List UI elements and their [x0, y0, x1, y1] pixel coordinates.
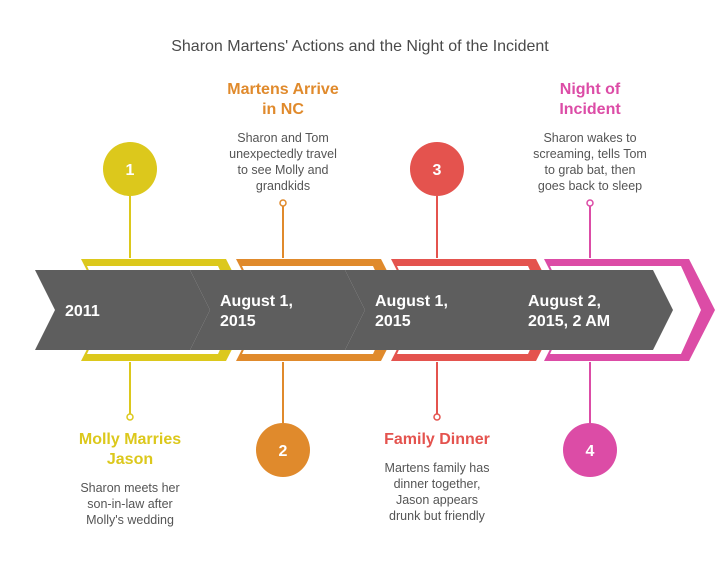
step-3-number-circle [410, 142, 464, 196]
step-3-dot [433, 413, 441, 421]
step-4-number: 4 [586, 443, 595, 460]
step-3-number: 3 [433, 162, 442, 179]
step-3-arrow [345, 270, 520, 350]
step-3-heading: Family Dinner [384, 431, 490, 448]
step-2-dot [279, 199, 287, 207]
step-4-dot [586, 199, 594, 207]
step-2-arrow [190, 270, 365, 350]
step-4-arrow [498, 270, 673, 350]
step-4-date-line: August 2, [528, 293, 601, 310]
step-3-date-line: 2015 [375, 313, 411, 330]
step-4-date-line: 2015, 2 AM [528, 313, 610, 330]
step-2-date-line: 2015 [220, 313, 256, 330]
step-4-number-circle [563, 423, 617, 477]
step-1-date-line: 2011 [65, 303, 100, 320]
step-2-number-circle [256, 423, 310, 477]
diagram-title: Sharon Martens' Actions and the Night of… [171, 38, 549, 55]
step-1-number-circle [103, 142, 157, 196]
step-1-number: 1 [126, 162, 135, 179]
step-1-dot [126, 413, 134, 421]
step-2-number: 2 [279, 443, 288, 460]
step-1-arrow [35, 270, 210, 350]
step-3-date-line: August 1, [375, 293, 448, 310]
step-2-date-line: August 1, [220, 293, 293, 310]
